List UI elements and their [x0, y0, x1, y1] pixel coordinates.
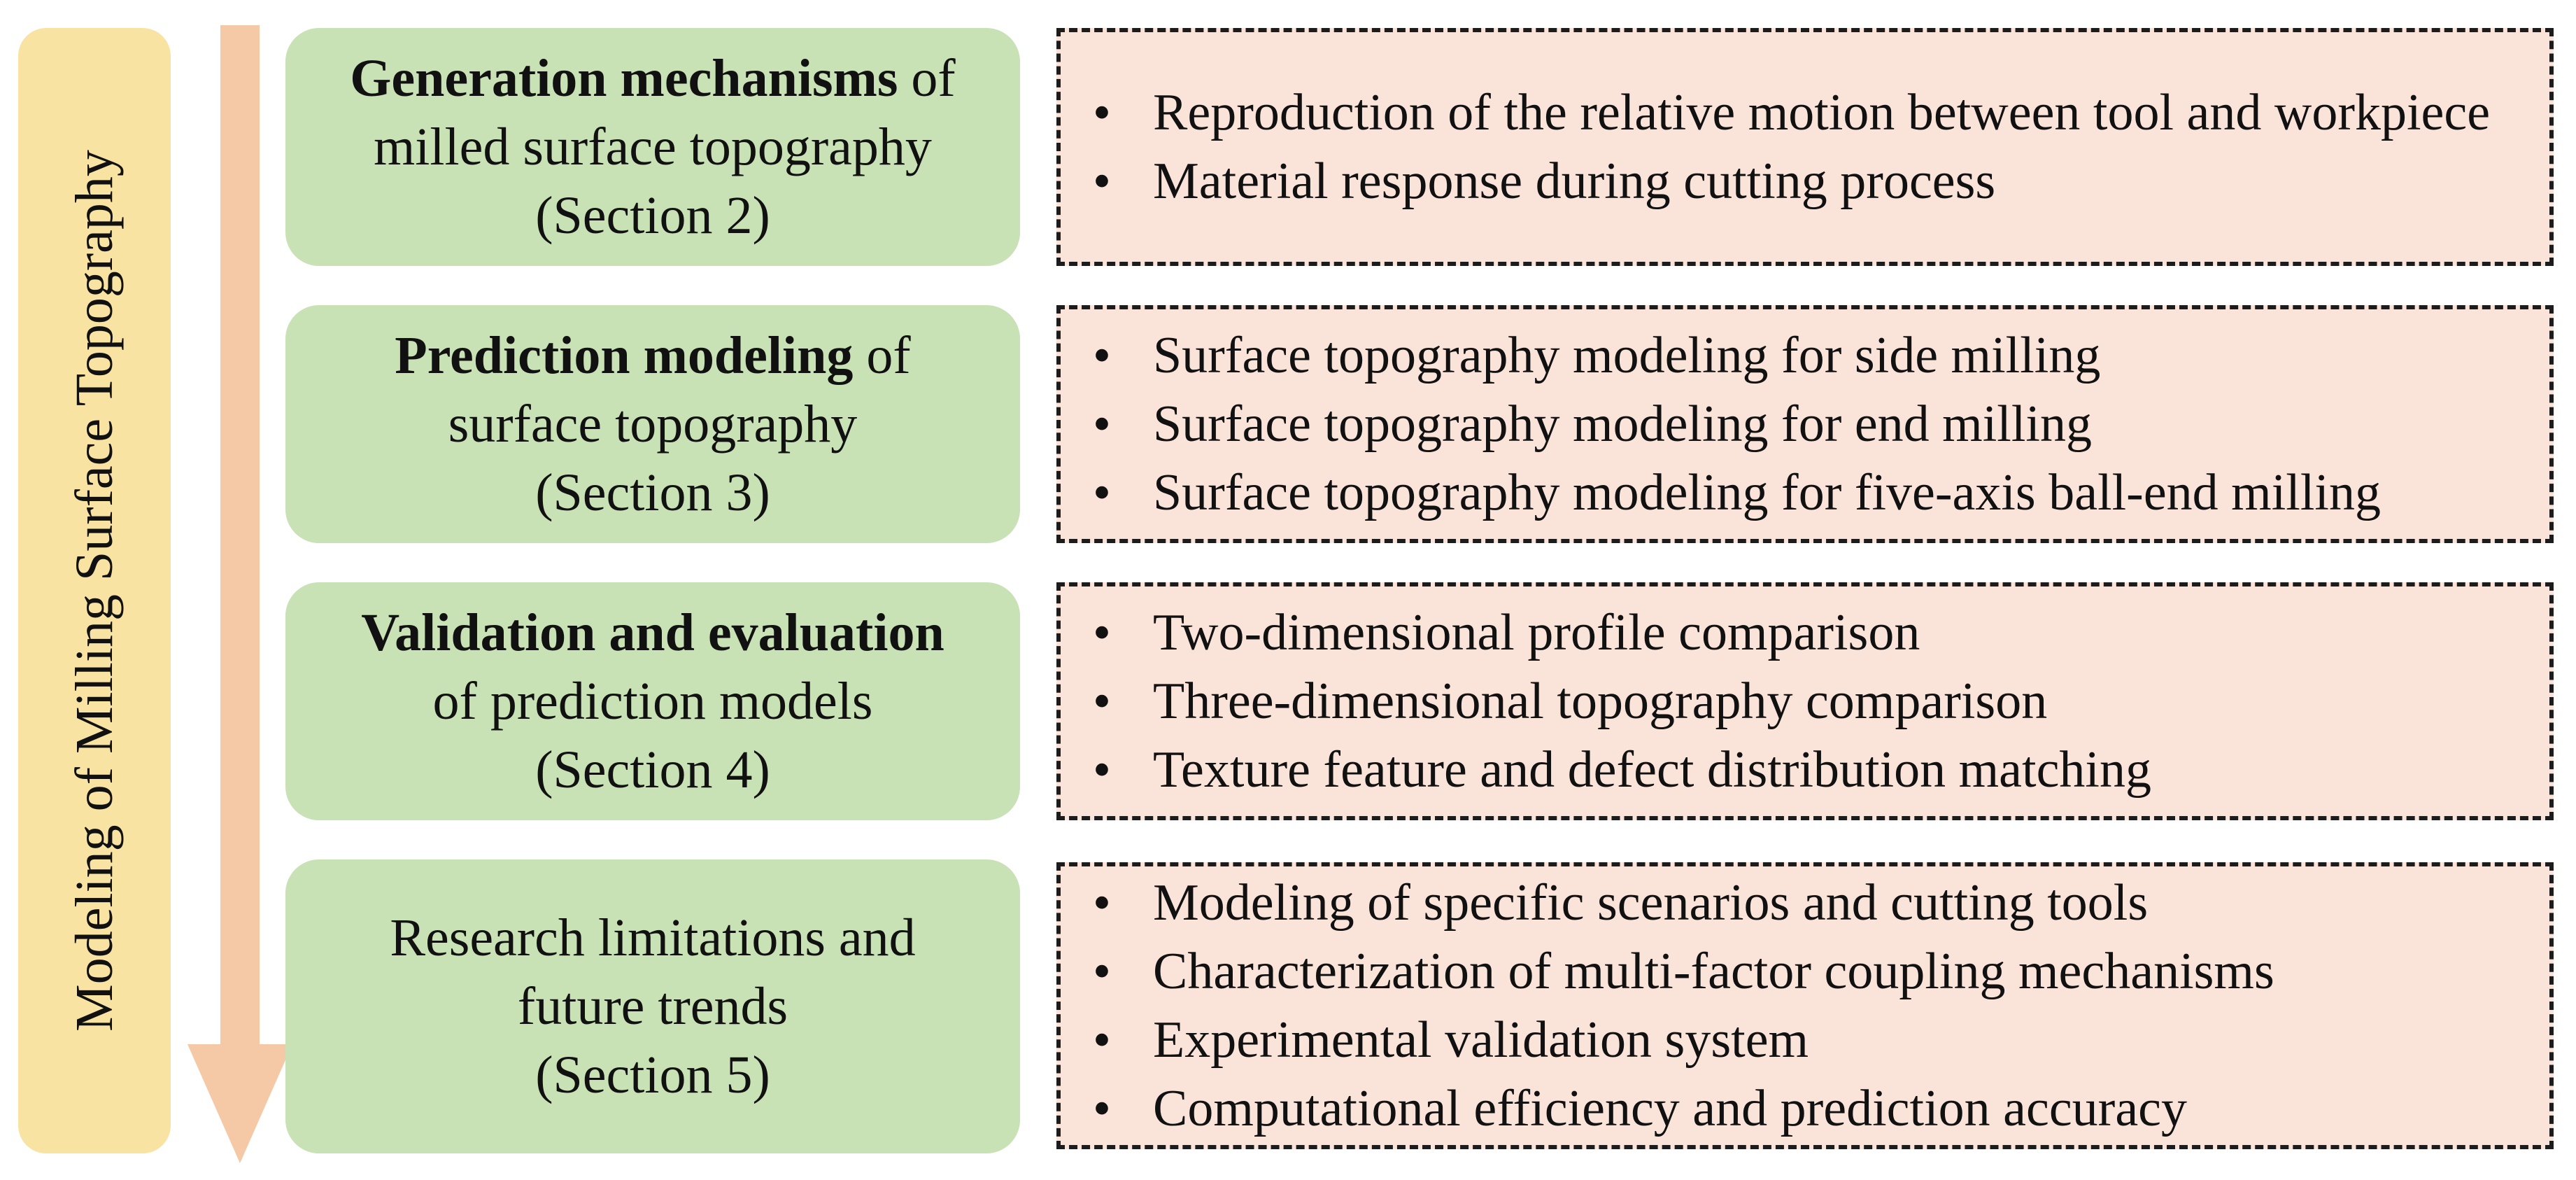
bullet-icon: • [1093, 84, 1111, 141]
stage-line-normal: surface topography [448, 395, 858, 454]
list-item-text: Modeling of specific scenarios and cutti… [1153, 874, 2149, 932]
stage-box-validation: Validation and evaluation of prediction … [285, 582, 1020, 820]
list-item-text: Computational efficiency and prediction … [1153, 1080, 2188, 1137]
stage-line: Prediction modeling of [395, 321, 910, 390]
detail-box-generation: • Reproduction of the relative motion bet… [1056, 28, 2554, 266]
stage-box-generation: Generation mechanisms of milled surface … [285, 28, 1020, 266]
stage-line: Validation and evaluation [361, 598, 944, 667]
list-item: • Two-dimensional profile comparison [1086, 598, 2533, 667]
list-item: • Surface topography modeling for five-ax… [1086, 458, 2533, 527]
stage-line-normal: of [853, 326, 911, 385]
bullet-icon: • [1093, 943, 1111, 1000]
list-item-text: Surface topography modeling for end mill… [1153, 395, 2092, 453]
list-item: • Computational efficiency and prediction… [1086, 1074, 2533, 1143]
stage-line-normal: of prediction models [432, 672, 873, 731]
stage-line-normal: (Section 2) [535, 186, 770, 245]
list-item: • Modeling of specific scenarios and cutt… [1086, 869, 2533, 937]
stage-box-limitations: Research limitations and future trends (… [285, 859, 1020, 1153]
stage-line-normal: future trends [517, 977, 788, 1036]
list-item: • Three-dimensional topography comparison [1086, 667, 2533, 736]
list-item-text: Material response during cutting process [1153, 153, 1996, 210]
bullet-icon: • [1093, 673, 1111, 730]
bullet-icon: • [1093, 1011, 1111, 1069]
list-item: • Surface topography modeling for side mi… [1086, 321, 2533, 390]
bullet-icon: • [1093, 395, 1111, 453]
stage-line: milled surface topography [374, 113, 932, 181]
bullet-icon: • [1093, 874, 1111, 932]
list-item: • Reproduction of the relative motion bet… [1086, 78, 2533, 147]
detail-box-limitations: • Modeling of specific scenarios and cutt… [1056, 862, 2554, 1149]
bullet-icon: • [1093, 464, 1111, 521]
bullet-icon: • [1093, 604, 1111, 661]
bullet-icon: • [1093, 327, 1111, 384]
list-item: • Surface topography modeling for end mil… [1086, 390, 2533, 458]
stage-line-normal: (Section 4) [535, 740, 770, 799]
stage-line-normal: milled surface topography [374, 118, 932, 176]
stage-line-normal: (Section 5) [535, 1046, 770, 1104]
list-item-text: Surface topography modeling for side mil… [1153, 327, 2101, 384]
stage-line-normal: Research limitations and [390, 908, 916, 967]
detail-box-prediction: • Surface topography modeling for side mi… [1056, 305, 2554, 543]
bullet-icon: • [1093, 741, 1111, 799]
list-item-text: Texture feature and defect distribution … [1153, 741, 2151, 799]
list-item-text: Characterization of multi-factor couplin… [1153, 943, 2274, 1000]
bullet-icon: • [1093, 153, 1111, 210]
stage-line-bold: Prediction modeling [395, 326, 854, 385]
stage-line: future trends [518, 972, 788, 1041]
stage-line: (Section 4) [535, 736, 770, 804]
stage-line: surface topography [448, 390, 858, 458]
stage-line: (Section 3) [535, 458, 770, 527]
side-title-bar [18, 28, 171, 1153]
list-item-text: Reproduction of the relative motion betw… [1153, 84, 2491, 141]
stage-line-normal: of [898, 49, 956, 108]
stage-line: (Section 2) [535, 181, 770, 250]
stage-line: of prediction models [433, 667, 873, 736]
stage-line: Generation mechanisms of [350, 44, 955, 113]
stage-line-bold: Validation and evaluation [361, 603, 944, 662]
stage-box-prediction: Prediction modeling of surface topograph… [285, 305, 1020, 543]
stage-line-normal: (Section 3) [535, 463, 770, 522]
flow-arrow-icon [187, 25, 292, 1163]
list-item-text: Experimental validation system [1153, 1011, 1809, 1069]
list-item: • Material response during cutting proces… [1086, 147, 2533, 216]
stage-line-bold: Generation mechanisms [350, 49, 898, 108]
side-title: Modeling of Milling Surface Topography [65, 150, 124, 1032]
list-item: • Texture feature and defect distribution… [1086, 736, 2533, 804]
stage-line: (Section 5) [535, 1041, 770, 1109]
list-item-text: Three-dimensional topography comparison [1153, 673, 2048, 730]
stage-line: Research limitations and [390, 904, 915, 972]
detail-box-validation: • Two-dimensional profile comparison • Thr… [1056, 582, 2554, 820]
list-item-text: Two-dimensional profile comparison [1153, 604, 1920, 661]
bullet-icon: • [1093, 1080, 1111, 1137]
list-item: • Characterization of multi-factor coupli… [1086, 937, 2533, 1006]
list-item-text: Surface topography modeling for five-axi… [1153, 464, 2381, 521]
list-item: • Experimental validation system [1086, 1006, 2533, 1074]
